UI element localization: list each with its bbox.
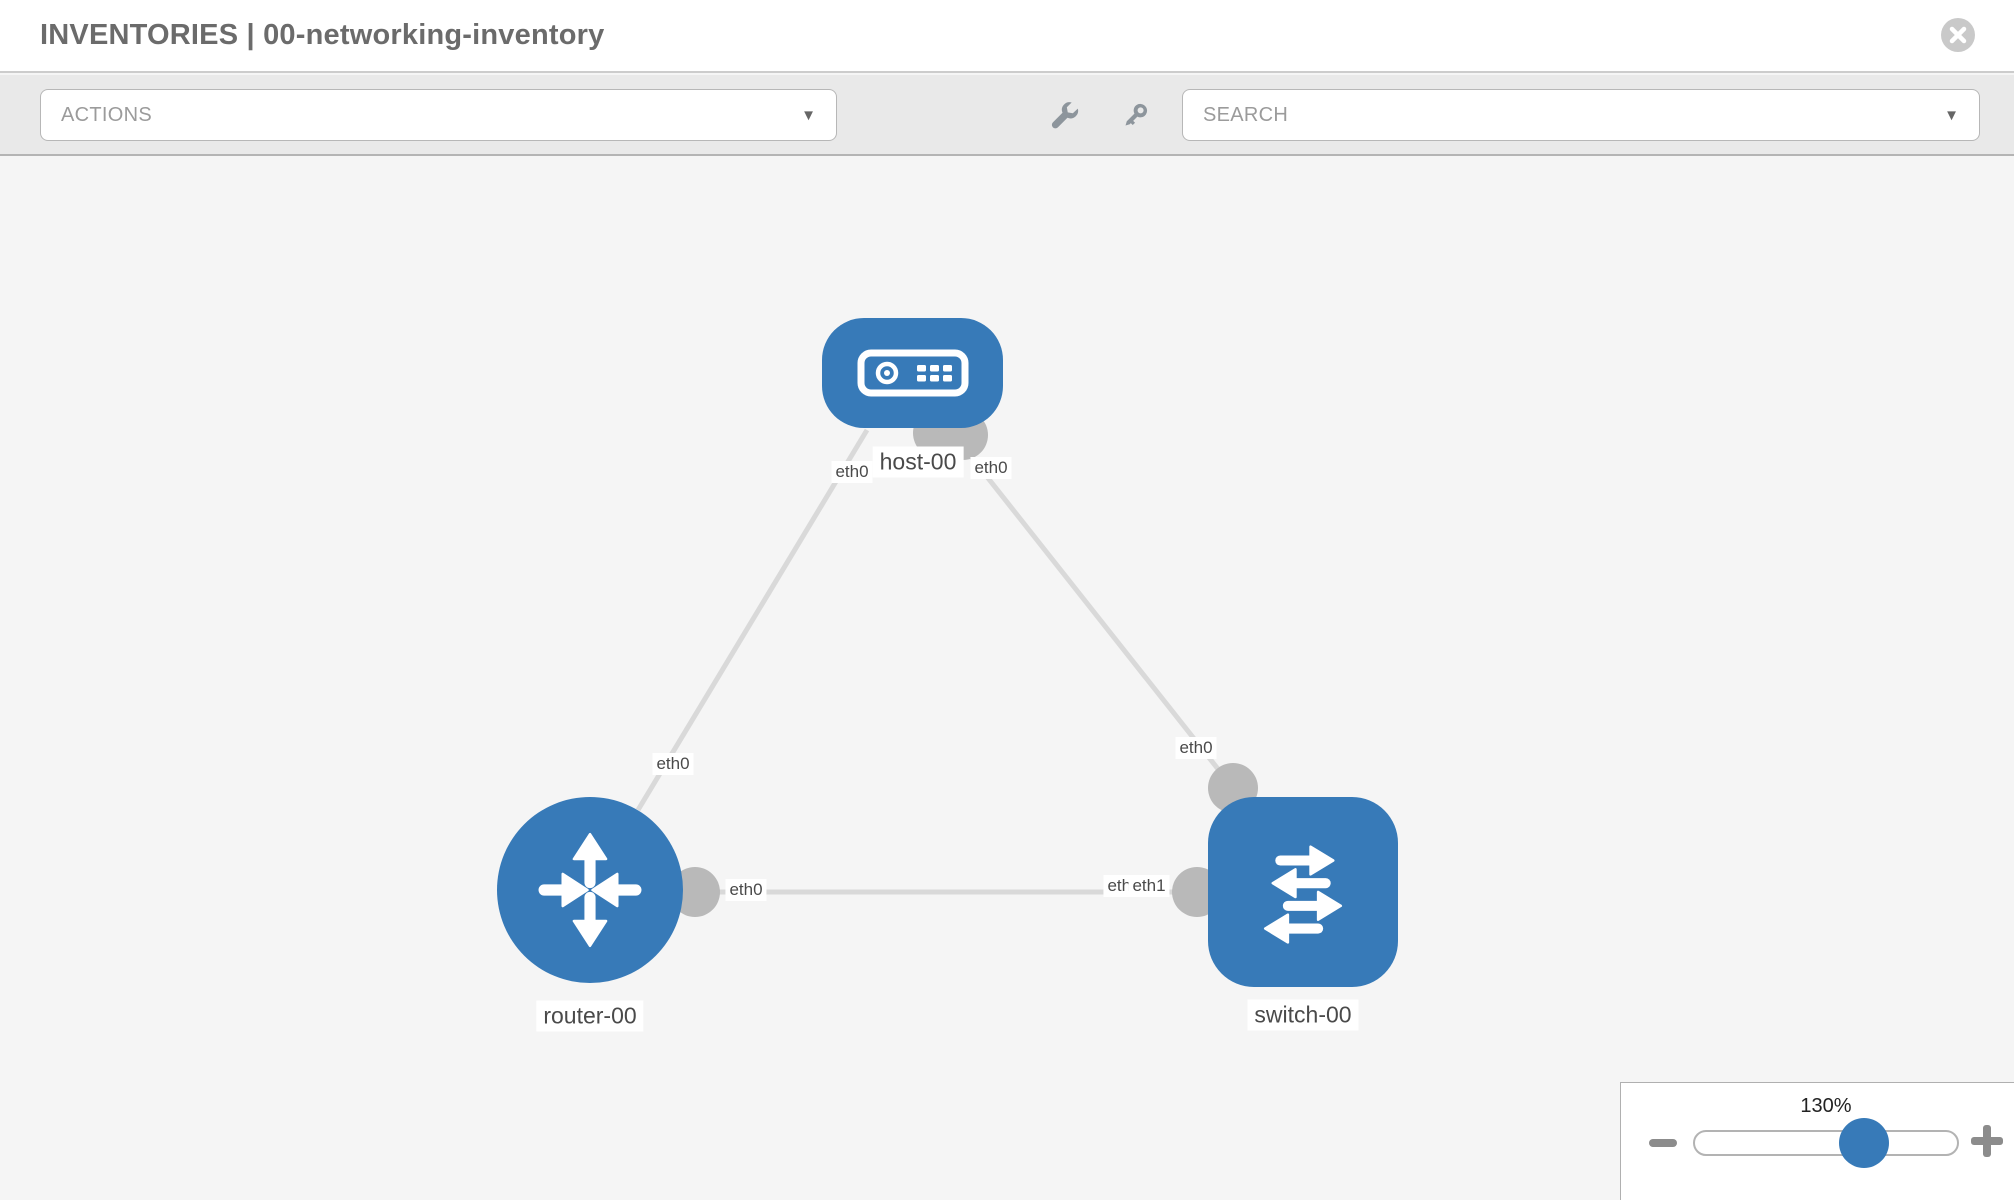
- switch-icon: [1263, 845, 1343, 944]
- topology-canvas[interactable]: host-00 router-00 switch-00 eth0 eth0 et…: [0, 156, 2014, 1200]
- iface-label-switch-eth1: eth1: [1128, 875, 1170, 897]
- router-icon: [538, 832, 642, 948]
- zoom-in-button[interactable]: [1971, 1125, 2003, 1157]
- node-label-switch: switch-00: [1247, 999, 1359, 1031]
- zoom-slider-thumb[interactable]: [1839, 1118, 1889, 1168]
- iface-label-switch-eth0-top: eth0: [1175, 737, 1217, 759]
- page-title: INVENTORIES | 00-networking-inventory: [40, 19, 605, 51]
- close-icon[interactable]: [1941, 18, 1975, 52]
- link-host-switch: [948, 428, 1235, 790]
- x-glyph: [1949, 26, 1967, 44]
- actions-dropdown[interactable]: ACTIONS ▼: [40, 89, 837, 141]
- host-icon: [857, 349, 968, 397]
- toolbar: ACTIONS ▼ SEARCH ▼: [0, 75, 2014, 156]
- iface-label-host-eth0-right: eth0: [970, 457, 1012, 479]
- node-switch-00[interactable]: [1208, 797, 1398, 987]
- chevron-down-icon: ▼: [1944, 106, 1959, 124]
- link-host-router: [635, 428, 870, 812]
- node-label-router: router-00: [536, 1000, 644, 1032]
- iface-label-host-eth0-left: eth0: [831, 461, 873, 483]
- zoom-control-panel: 130%: [1620, 1082, 2014, 1200]
- zoom-slider-track[interactable]: [1693, 1130, 1959, 1156]
- iface-label-router-eth0-top: eth0: [652, 753, 694, 775]
- node-label-host: host-00: [872, 446, 964, 478]
- iface-label-router-eth0-right: eth0: [725, 879, 767, 901]
- search-dropdown-label: SEARCH: [1203, 103, 1289, 126]
- actions-dropdown-label: ACTIONS: [61, 103, 152, 126]
- zoom-percentage: 130%: [1800, 1095, 1852, 1117]
- search-dropdown[interactable]: SEARCH ▼: [1182, 89, 1980, 141]
- key-icon[interactable]: [1116, 99, 1152, 135]
- topology-links: [635, 428, 1235, 895]
- node-router-00[interactable]: [497, 797, 683, 983]
- node-host-00[interactable]: [822, 318, 1003, 428]
- chevron-down-icon: ▼: [801, 106, 816, 124]
- wrench-icon[interactable]: [1046, 99, 1082, 135]
- zoom-out-button[interactable]: [1649, 1139, 1677, 1147]
- header-bar: INVENTORIES | 00-networking-inventory: [0, 0, 2014, 73]
